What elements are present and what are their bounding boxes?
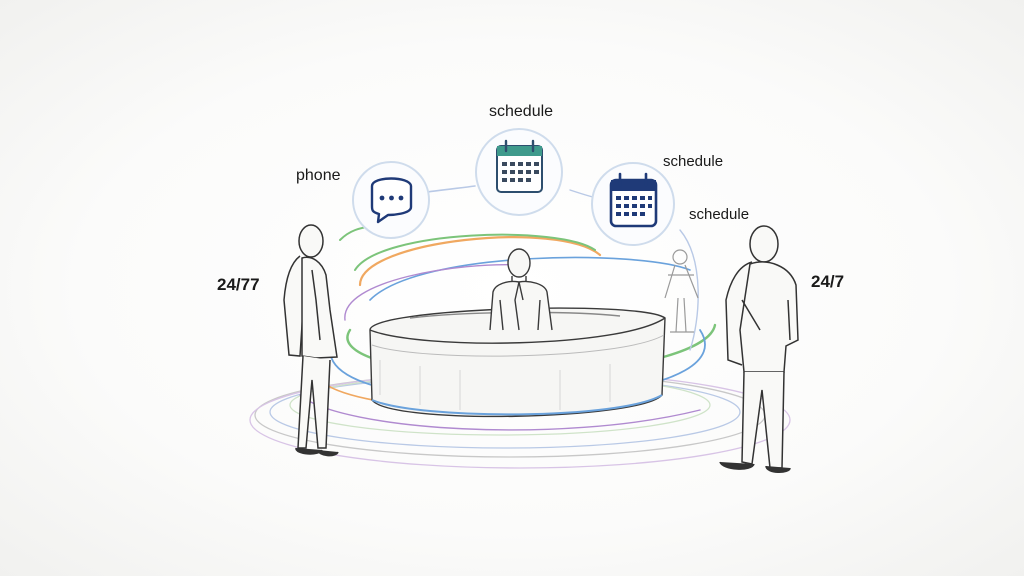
schedule-label-top: schedule [489,103,554,120]
receptionist-figure [489,248,553,331]
schedule-label-right-lower: schedule [689,206,750,223]
chat-bubble-icon [352,161,430,239]
right-standing-man [719,225,799,473]
availability-label-left: 24/77 [217,275,260,294]
phone-label: phone [296,167,341,184]
calendar-icon [475,128,563,216]
reception-desk [369,307,666,418]
left-standing-man [283,224,339,457]
background-figure [664,249,699,333]
availability-label-right: 24/7 [811,272,845,291]
calendar-icon-right [591,162,675,246]
schedule-label-right: schedule [663,153,724,170]
